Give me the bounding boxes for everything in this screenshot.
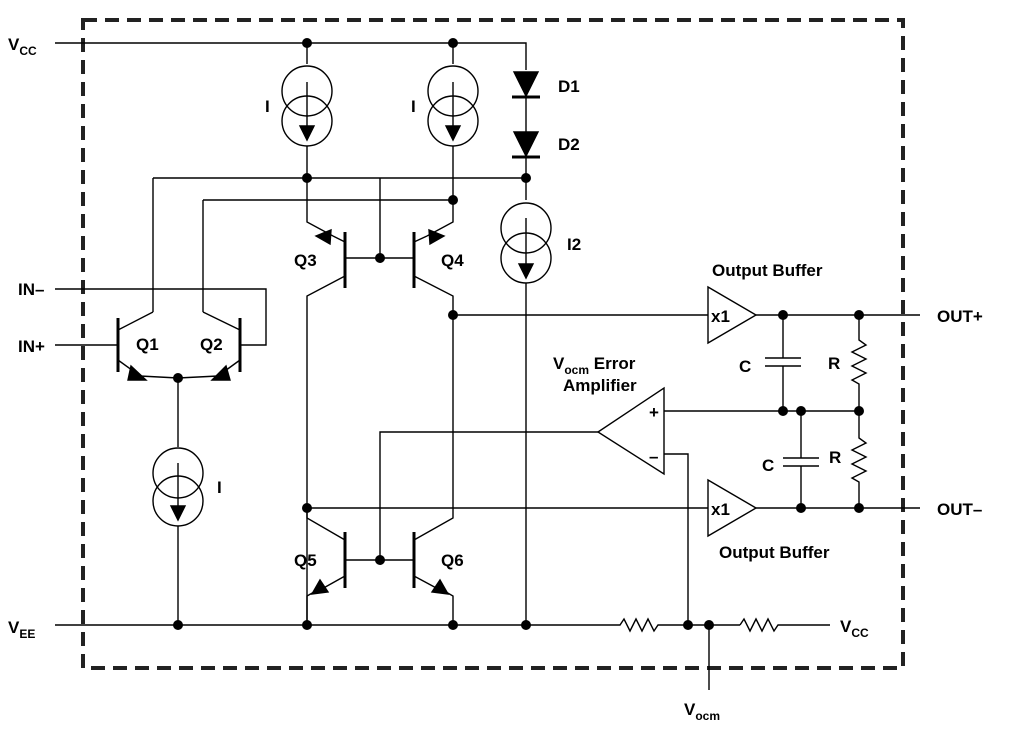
amp-plus-sign: + [649, 403, 659, 422]
r-bottom-label: R [829, 448, 841, 467]
r-top-label: R [828, 354, 840, 373]
current-source-i2 [500, 202, 552, 625]
error-amp-label-line2: Amplifier [563, 376, 637, 395]
buffer-top-gain: x1 [711, 307, 730, 326]
resistor-bottom [850, 411, 868, 508]
in-minus-label: IN– [18, 280, 44, 299]
cmfb-wire [379, 431, 598, 560]
transistor-q1 [55, 311, 179, 381]
in-plus-label: IN+ [18, 337, 45, 356]
q2-label: Q2 [200, 335, 223, 354]
q1-label: Q1 [136, 335, 159, 354]
i-mid-label: I [411, 97, 416, 116]
d2-label: D2 [558, 135, 580, 154]
vocm-pin-label: Vocm [684, 700, 720, 723]
transistor-q6 [412, 315, 454, 625]
out-minus-label: OUT– [937, 500, 982, 519]
current-source-mid [427, 60, 479, 200]
c-bottom-label: C [762, 456, 774, 475]
q3-label: Q3 [294, 251, 317, 270]
error-amp-label-line1: Vocm Error [553, 354, 636, 377]
input-wiring [152, 177, 526, 312]
transistor-q5 [306, 508, 414, 625]
vcc-left-label: VCC [8, 35, 37, 58]
q5-label: Q5 [294, 551, 317, 570]
device-boundary [81, 18, 905, 670]
i2-label: I2 [567, 235, 581, 254]
transistor-q3 [306, 228, 414, 625]
capacitor-top [765, 315, 801, 411]
buffer-bottom-gain: x1 [711, 500, 730, 519]
output-plus-path [453, 285, 920, 345]
q6-label: Q6 [441, 551, 464, 570]
current-source-left [281, 60, 333, 178]
q4-label: Q4 [441, 251, 464, 270]
i-left-label: I [265, 97, 270, 116]
resistor-top [850, 315, 868, 411]
diode-d1 [512, 71, 540, 99]
vocm-error-amplifier [596, 386, 689, 625]
capacitor-bottom [783, 411, 819, 508]
d1-label: D1 [558, 77, 580, 96]
junction-dots [173, 38, 864, 630]
output-minus-path [307, 478, 920, 538]
transistor-q4 [412, 228, 454, 315]
diode-d2 [512, 97, 540, 200]
output-buffer-top-label: Output Buffer [712, 261, 823, 280]
transistor-q2 [55, 288, 267, 381]
i-bottom-label: I [217, 478, 222, 497]
output-buffer-bottom-label: Output Buffer [719, 543, 830, 562]
amp-minus-sign: – [649, 447, 658, 466]
current-source-tail [152, 378, 204, 625]
c-top-label: C [739, 357, 751, 376]
out-plus-label: OUT+ [937, 307, 983, 326]
vocm-divider [612, 617, 830, 690]
vee-label: VEE [8, 618, 35, 641]
vcc-right-label: VCC [840, 617, 869, 640]
